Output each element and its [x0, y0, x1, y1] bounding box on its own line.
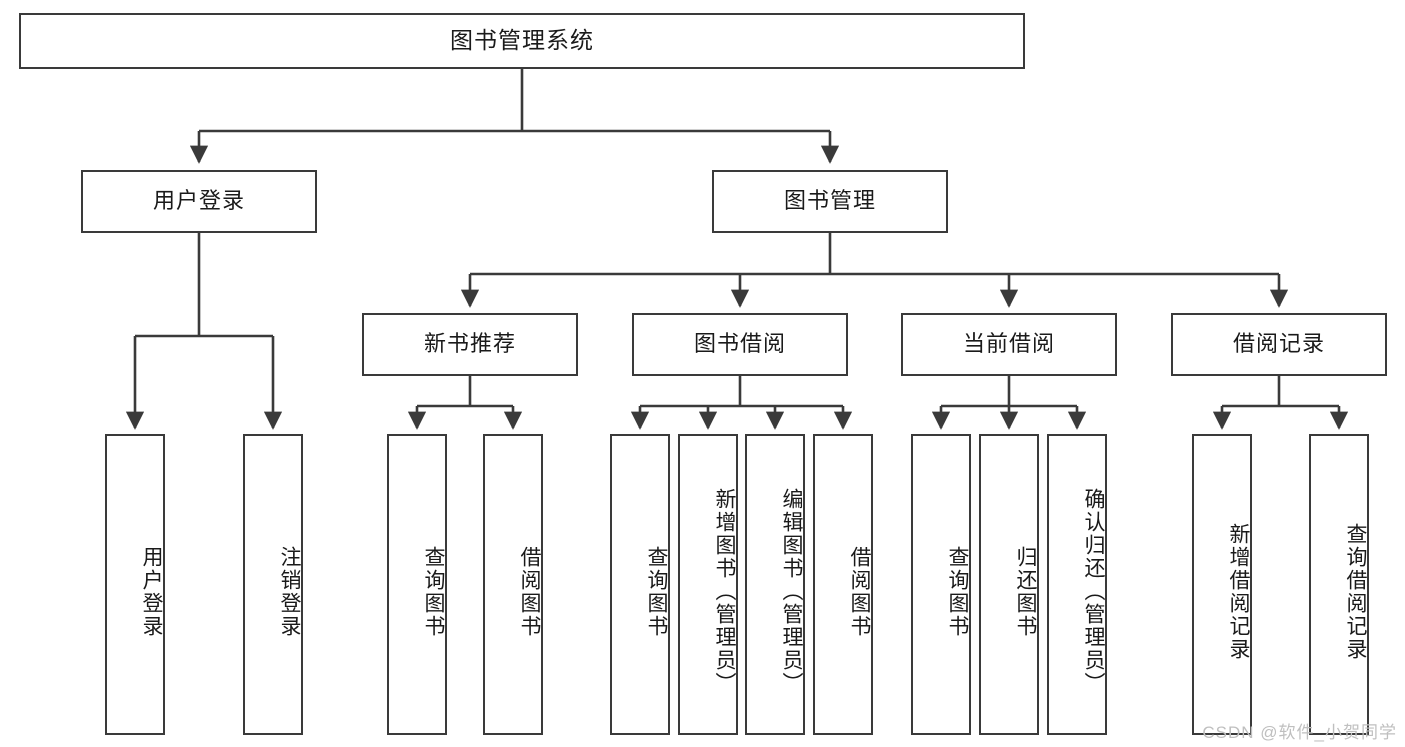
node-book-management[interactable]: 图书管理: [712, 170, 948, 233]
node-label: 查询图书: [946, 545, 969, 638]
leaf-new-book-query[interactable]: 查询图书: [387, 434, 447, 735]
node-label: 查询借阅记录: [1344, 522, 1367, 661]
leaf-book-borrow-query[interactable]: 查询图书: [610, 434, 670, 735]
node-label: 新增图书（管理员）: [713, 488, 736, 695]
node-label: 图书管理: [783, 188, 876, 214]
node-label: 编辑图书（管理员）: [780, 488, 803, 695]
node-label: 借阅图书: [848, 545, 871, 638]
node-root-book-management-system[interactable]: 图书管理系统: [19, 13, 1025, 69]
node-label: 当前借阅: [962, 331, 1055, 357]
leaf-new-book-borrow[interactable]: 借阅图书: [483, 434, 543, 735]
leaf-borrow-record-add[interactable]: 新增借阅记录: [1192, 434, 1252, 735]
node-label: 新书推荐: [423, 331, 516, 357]
node-label: 借阅记录: [1232, 331, 1325, 357]
leaf-current-borrow-query[interactable]: 查询图书: [911, 434, 971, 735]
leaf-user-login-logout[interactable]: 注销登录: [243, 434, 303, 735]
leaf-user-login-login[interactable]: 用户登录: [105, 434, 165, 735]
leaf-current-borrow-return[interactable]: 归还图书: [979, 434, 1039, 735]
leaf-book-borrow-edit[interactable]: 编辑图书（管理员）: [745, 434, 805, 735]
node-label: 查询图书: [422, 545, 445, 638]
node-label: 归还图书: [1014, 545, 1037, 638]
csdn-watermark: CSDN @软件_小贺同学: [1202, 723, 1397, 742]
node-label: 图书借阅: [693, 331, 786, 357]
node-label: 查询图书: [645, 545, 668, 638]
node-user-login[interactable]: 用户登录: [81, 170, 317, 233]
node-label: 新增借阅记录: [1227, 522, 1250, 661]
node-label: 用户登录: [140, 545, 163, 638]
leaf-book-borrow-add[interactable]: 新增图书（管理员）: [678, 434, 738, 735]
node-label: 用户登录: [152, 188, 245, 214]
node-borrow-record[interactable]: 借阅记录: [1171, 313, 1387, 376]
leaf-current-borrow-confirm-return[interactable]: 确认归还（管理员）: [1047, 434, 1107, 735]
leaf-borrow-record-query[interactable]: 查询借阅记录: [1309, 434, 1369, 735]
node-new-book-recommend[interactable]: 新书推荐: [362, 313, 578, 376]
node-label: 图书管理系统: [450, 27, 594, 54]
node-current-borrow[interactable]: 当前借阅: [901, 313, 1117, 376]
node-label: 借阅图书: [518, 545, 541, 638]
leaf-book-borrow-borrow[interactable]: 借阅图书: [813, 434, 873, 735]
node-label: 注销登录: [278, 545, 301, 638]
node-label: 确认归还（管理员）: [1082, 488, 1105, 695]
node-book-borrow[interactable]: 图书借阅: [632, 313, 848, 376]
